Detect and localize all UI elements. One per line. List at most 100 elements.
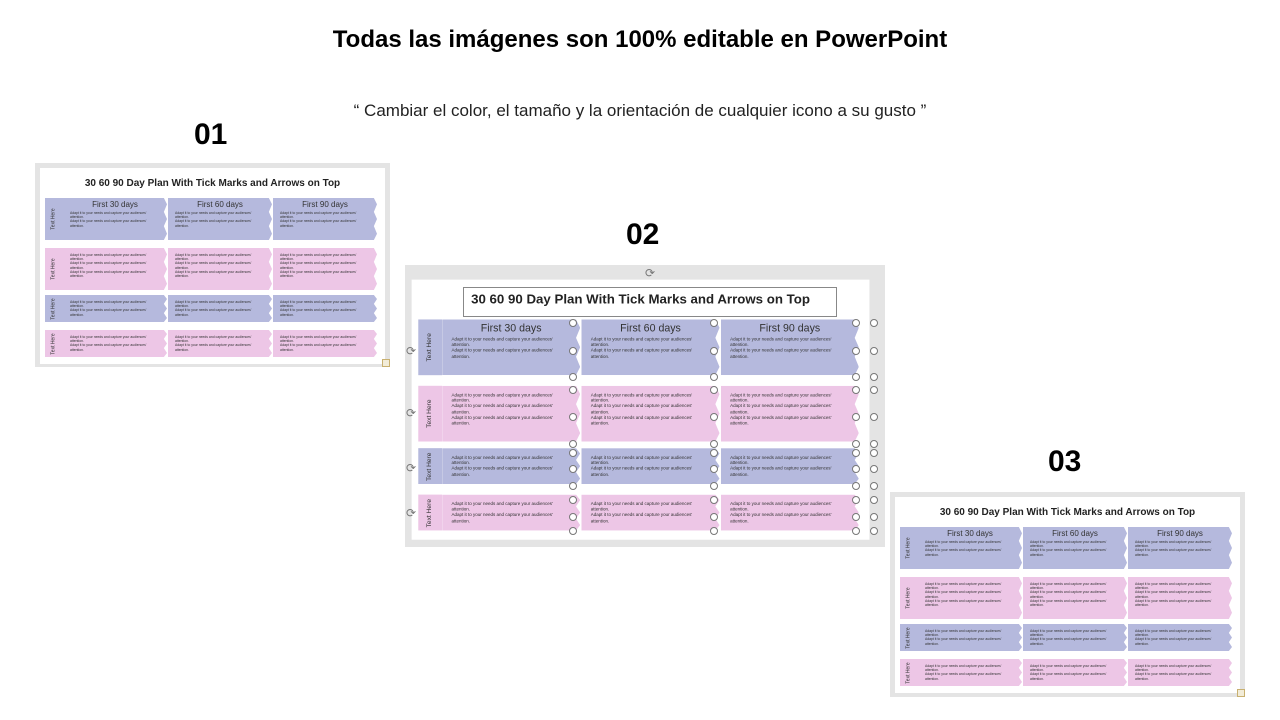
- resize-handle[interactable]: [870, 513, 878, 521]
- resize-handle[interactable]: [569, 465, 577, 473]
- resize-handle[interactable]: [852, 513, 860, 521]
- resize-handle[interactable]: [870, 482, 878, 490]
- resize-handle[interactable]: [569, 449, 577, 457]
- resize-handle[interactable]: [569, 527, 577, 535]
- rotate-handle-icon[interactable]: ⟳: [406, 406, 417, 420]
- cell-text: Adapt it to your needs and capture your …: [175, 300, 252, 309]
- resize-handle[interactable]: [870, 440, 878, 448]
- resize-handle[interactable]: [852, 440, 860, 448]
- row-label: Text Here: [900, 577, 918, 619]
- resize-handle[interactable]: [710, 440, 718, 448]
- cell-text: Adapt it to your needs and capture your …: [451, 336, 553, 348]
- slide-preview: 30 60 90 Day Plan With Tick Marks and Ar…: [35, 163, 390, 367]
- cell-text: Adapt it to your needs and capture your …: [175, 335, 252, 344]
- cell-text: Adapt it to your needs and capture your …: [175, 219, 252, 228]
- resize-handle[interactable]: [569, 496, 577, 504]
- resize-handle[interactable]: [710, 496, 718, 504]
- resize-handle[interactable]: [569, 386, 577, 394]
- cell-text: Adapt it to your needs and capture your …: [590, 392, 693, 404]
- slide-title: 30 60 90 Day Plan With Tick Marks and Ar…: [471, 292, 810, 308]
- rotate-handle-icon[interactable]: ⟳: [406, 344, 417, 358]
- resize-handle[interactable]: [870, 496, 878, 504]
- resize-handle[interactable]: [870, 373, 878, 381]
- resize-handle[interactable]: [852, 413, 860, 421]
- page-title: Todas las imágenes son 100% editable en …: [332, 26, 948, 53]
- resize-handle[interactable]: [569, 482, 577, 490]
- resize-handle[interactable]: [710, 347, 718, 355]
- row-label-text: Text Here: [426, 399, 435, 428]
- resize-handle[interactable]: [710, 319, 718, 327]
- plan-cell: Adapt it to your needs and capture your …: [1023, 577, 1127, 619]
- row-label-text: Text Here: [51, 297, 57, 320]
- resize-handle[interactable]: [710, 449, 718, 457]
- label-03: 03: [1048, 445, 1082, 478]
- rotate-handle-icon[interactable]: ⟳: [645, 266, 656, 280]
- plan-cell: Adapt it to your needs and capture your …: [1023, 659, 1127, 686]
- resize-handle[interactable]: [710, 482, 718, 490]
- plan-cell: Adapt it to your needs and capture your …: [442, 448, 581, 484]
- resize-handle[interactable]: [710, 373, 718, 381]
- resize-handle[interactable]: [710, 386, 718, 394]
- resize-handle[interactable]: [569, 513, 577, 521]
- resize-handle[interactable]: [852, 482, 860, 490]
- resize-handle[interactable]: [852, 527, 860, 535]
- resize-handle[interactable]: [569, 319, 577, 327]
- cell-text: Adapt it to your needs and capture your …: [70, 308, 147, 317]
- row-label-text: Text Here: [906, 537, 912, 559]
- cell-text: Adapt it to your needs and capture your …: [730, 414, 832, 426]
- resize-handle[interactable]: [870, 386, 878, 394]
- cell-text: Adapt it to your needs and capture your …: [175, 211, 252, 220]
- resize-handle[interactable]: [852, 465, 860, 473]
- resize-handle[interactable]: [710, 413, 718, 421]
- cell-text: Adapt it to your needs and capture your …: [451, 512, 553, 524]
- cell-text: Adapt it to your needs and capture your …: [1030, 582, 1107, 591]
- cell-text: Adapt it to your needs and capture your …: [730, 454, 832, 466]
- rotate-handle-icon[interactable]: ⟳: [406, 461, 417, 475]
- paste-options-icon[interactable]: [1237, 689, 1245, 697]
- resize-handle[interactable]: [569, 347, 577, 355]
- resize-handle[interactable]: [710, 527, 718, 535]
- slide-thumbnail-02-selected[interactable]: 30 60 90 Day Plan With Tick Marks and Ar…: [405, 265, 885, 547]
- cell-text: Adapt it to your needs and capture your …: [730, 403, 832, 415]
- row-label-text: Text Here: [426, 451, 435, 481]
- resize-handle[interactable]: [870, 527, 878, 535]
- resize-handle[interactable]: [870, 413, 878, 421]
- rotate-handle-icon[interactable]: ⟳: [406, 506, 417, 520]
- cell-text: Adapt it to your needs and capture your …: [590, 347, 693, 359]
- resize-handle[interactable]: [852, 319, 860, 327]
- cell-text: Adapt it to your needs and capture your …: [175, 343, 252, 352]
- cell-text: Adapt it to your needs and capture your …: [1135, 637, 1212, 646]
- resize-handle[interactable]: [710, 513, 718, 521]
- plan-cell: Adapt it to your needs and capture your …: [918, 624, 1022, 651]
- resize-handle[interactable]: [852, 373, 860, 381]
- resize-handle[interactable]: [852, 347, 860, 355]
- paste-options-icon[interactable]: [382, 359, 390, 367]
- slide-thumbnail-03[interactable]: 30 60 90 Day Plan With Tick Marks and Ar…: [890, 492, 1245, 697]
- resize-handle[interactable]: [870, 347, 878, 355]
- title-selection-box[interactable]: [463, 287, 837, 317]
- row-label-text: Text Here: [51, 258, 57, 280]
- cell-text: Adapt it to your needs and capture your …: [1135, 590, 1212, 599]
- slide-canvas: 30 60 90 Day Plan With Tick Marks and Ar…: [40, 168, 385, 364]
- resize-handle[interactable]: [870, 319, 878, 327]
- slide-canvas: 30 60 90 Day Plan With Tick Marks and Ar…: [895, 497, 1240, 693]
- cell-text: Adapt it to your needs and capture your …: [1030, 637, 1107, 646]
- column-header: First 30 days: [480, 322, 542, 335]
- resize-handle[interactable]: [852, 496, 860, 504]
- cell-text: Adapt it to your needs and capture your …: [451, 501, 553, 513]
- plan-cell: Adapt it to your needs and capture your …: [442, 494, 581, 531]
- resize-handle[interactable]: [870, 449, 878, 457]
- plan-cell: Adapt it to your needs and capture your …: [273, 248, 377, 290]
- resize-handle[interactable]: [870, 465, 878, 473]
- slide-thumbnail-01[interactable]: 30 60 90 Day Plan With Tick Marks and Ar…: [35, 163, 390, 367]
- resize-handle[interactable]: [710, 465, 718, 473]
- row-label: Text Here: [418, 494, 443, 531]
- cell-text: Adapt it to your needs and capture your …: [1030, 672, 1107, 681]
- resize-handle[interactable]: [569, 413, 577, 421]
- resize-handle[interactable]: [569, 440, 577, 448]
- resize-handle[interactable]: [852, 386, 860, 394]
- resize-handle[interactable]: [852, 449, 860, 457]
- resize-handle[interactable]: [569, 373, 577, 381]
